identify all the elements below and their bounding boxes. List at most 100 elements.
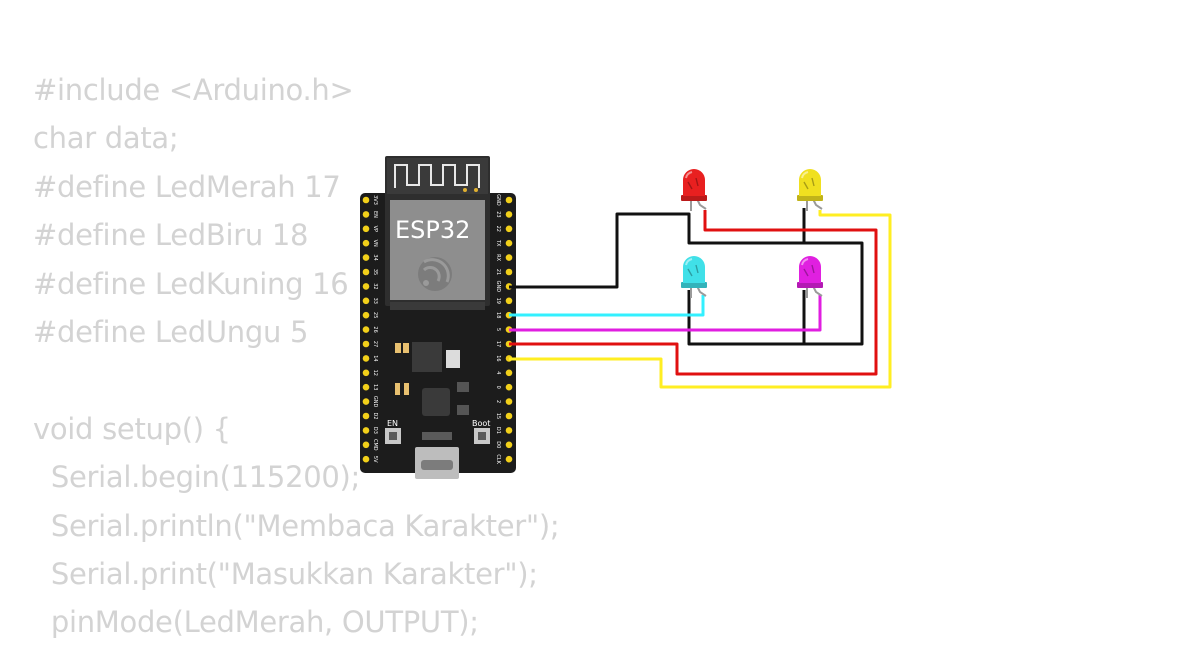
left-pin[interactable]: [362, 326, 370, 333]
code-line: Serial.println("Membaca Karakter");: [33, 508, 560, 543]
right-pin-label: 4: [495, 371, 501, 374]
left-pin-label: 12: [372, 370, 378, 376]
code-line: #define LedBiru 18: [33, 218, 309, 253]
wire-red-pin17[interactable]: [509, 210, 878, 376]
usb-uart-chip: [422, 388, 450, 416]
left-pin-label: 5V: [372, 456, 378, 463]
left-pin-label: 3V3: [372, 195, 378, 205]
wire-gnd[interactable]: [509, 208, 864, 346]
right-pin-label: 17: [495, 341, 501, 347]
code-line: #define LedMerah 17: [33, 169, 341, 204]
right-pin-label: 5: [495, 328, 501, 331]
left-pin[interactable]: [362, 283, 370, 290]
code-line: void setup() {: [33, 411, 231, 446]
right-pin-label: 22: [495, 226, 501, 232]
en-button[interactable]: [385, 428, 401, 444]
left-pin-label: 13: [372, 384, 378, 390]
right-pin[interactable]: [505, 383, 513, 391]
right-pin[interactable]: [505, 297, 513, 305]
code-line: #include <Arduino.h>: [33, 73, 354, 107]
regulator-chip: [412, 342, 442, 372]
left-pin-label: 27: [372, 341, 378, 347]
right-pin[interactable]: [505, 239, 513, 247]
right-pin-label: D1: [495, 427, 501, 434]
right-pin[interactable]: [505, 254, 513, 261]
right-pin-label: GND: [495, 281, 501, 293]
right-pin-label: 0: [495, 386, 501, 389]
left-pin-label: VN: [372, 240, 378, 247]
left-pin-label: 25: [372, 312, 378, 318]
left-pin-label: CMD: [372, 439, 378, 451]
antenna-trace: [394, 164, 480, 188]
left-pin[interactable]: [362, 239, 370, 247]
left-pin[interactable]: [362, 297, 370, 305]
code-line: char data;: [33, 121, 179, 156]
right-pin[interactable]: [505, 225, 513, 233]
left-pin-label: D2: [372, 412, 378, 419]
left-pin[interactable]: [362, 211, 370, 218]
left-pin-label: 26: [372, 326, 378, 332]
left-pin[interactable]: [362, 398, 370, 405]
right-pin-label: 19: [495, 298, 501, 304]
right-pin-label: TX: [495, 239, 501, 247]
code-line: Serial.print("Masukkan Karakter");: [33, 556, 538, 591]
wire-magenta-pin5[interactable]: [509, 295, 822, 332]
right-pin-label: GND: [495, 194, 501, 206]
left-pin[interactable]: [362, 441, 370, 449]
left-pin[interactable]: [362, 427, 370, 434]
left-pin-label: 33: [372, 298, 378, 304]
right-pin-label: 18: [495, 312, 501, 318]
left-pin-label: EN: [372, 211, 378, 218]
left-pin-label: 34: [372, 254, 378, 260]
left-pin-label: D3: [372, 427, 378, 434]
led-yellow-icon[interactable]: [797, 169, 823, 211]
esp32-board[interactable]: ESP32 EN Boot: [360, 156, 516, 479]
left-pin-label: 35: [372, 269, 378, 275]
code-line: Serial.begin(115200);: [33, 460, 361, 495]
led-magenta-icon[interactable]: [797, 256, 823, 298]
right-pin[interactable]: [505, 268, 513, 276]
left-pin[interactable]: [362, 355, 370, 362]
left-pin[interactable]: [362, 369, 370, 377]
left-pin[interactable]: [362, 268, 370, 276]
right-pin-label: CLK: [495, 454, 501, 464]
right-pin[interactable]: [505, 412, 513, 420]
left-pin-label: 14: [372, 355, 378, 361]
led-red-icon[interactable]: [681, 169, 707, 211]
right-pin[interactable]: [505, 211, 513, 218]
left-pin[interactable]: [362, 254, 370, 261]
right-pin[interactable]: [505, 369, 513, 377]
right-pin[interactable]: [505, 427, 513, 434]
right-pin-label: 23: [495, 211, 501, 217]
left-pin[interactable]: [362, 340, 370, 348]
right-pin[interactable]: [505, 441, 513, 449]
left-pin[interactable]: [362, 225, 370, 233]
left-pin-label: VP: [372, 226, 378, 232]
right-pin-label: 16: [495, 355, 501, 361]
right-pin[interactable]: [505, 196, 513, 204]
en-button-label: EN: [387, 419, 398, 428]
right-pin-label: 21: [495, 269, 501, 275]
espressif-logo-icon: [418, 257, 452, 291]
right-pin[interactable]: [505, 398, 513, 405]
wire-cyan-pin18[interactable]: [509, 295, 705, 317]
left-pin[interactable]: [362, 196, 370, 204]
boot-button[interactable]: [474, 428, 490, 444]
circuit-diagram: ESP32 EN Boot: [360, 156, 892, 479]
left-pin[interactable]: [362, 383, 370, 391]
right-pin-label: RX: [495, 254, 501, 261]
led-cyan-icon[interactable]: [681, 256, 707, 298]
right-pin-label: 2: [495, 400, 501, 403]
left-pin-label: GND: [372, 396, 378, 408]
left-pin[interactable]: [362, 311, 370, 319]
left-pin[interactable]: [362, 412, 370, 420]
code-line: #define LedKuning 16: [33, 266, 349, 301]
right-pin[interactable]: [505, 455, 513, 463]
right-pin-label: 15: [495, 413, 501, 419]
boot-button-label: Boot: [472, 419, 490, 428]
left-pin[interactable]: [362, 455, 370, 463]
code-line: #define LedUngu 5: [33, 314, 309, 349]
left-pin-label: 32: [372, 283, 378, 289]
wire-yellow-pin16[interactable]: [509, 210, 892, 389]
